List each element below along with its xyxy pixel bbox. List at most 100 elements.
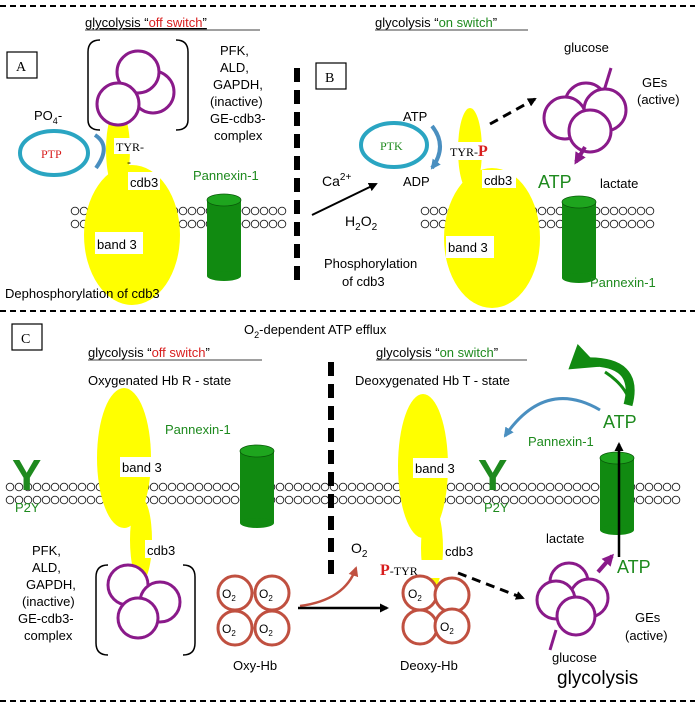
- lipid-bead: [70, 206, 80, 216]
- atp-out-b-label: ATP: [538, 172, 572, 192]
- lipid-bead: [14, 495, 24, 505]
- lipid-bead: [365, 495, 375, 505]
- enzyme-a-2: GAPDH,: [213, 77, 263, 92]
- lipid-bead: [356, 482, 366, 492]
- lipid-bead: [230, 482, 240, 492]
- enzyme-cluster-c-left: [95, 563, 196, 656]
- tyr-a-label: TYR-: [116, 140, 144, 154]
- pannexin-b: [561, 195, 597, 283]
- p2y-left-label: P2Y: [15, 500, 40, 515]
- lipid-bead: [5, 482, 15, 492]
- lipid-bead: [230, 495, 240, 505]
- enzyme-cluster-c-right: [535, 553, 614, 651]
- lipid-bead: [653, 482, 663, 492]
- panel-a-letter: A: [16, 60, 27, 75]
- lipid-bead: [563, 495, 573, 505]
- lipid-bead: [149, 495, 159, 505]
- lipid-bead: [446, 482, 456, 492]
- pannexin-a: [206, 193, 242, 281]
- lipid-bead: [590, 482, 600, 492]
- lipid-bead: [178, 206, 188, 216]
- lipid-bead: [609, 206, 619, 216]
- lipid-bead: [187, 219, 197, 229]
- lipid-bead: [446, 495, 456, 505]
- lipid-bead: [5, 495, 15, 505]
- lipid-bead: [536, 495, 546, 505]
- enzyme-c-0: PFK,: [32, 543, 61, 558]
- lactate-c-label: lactate: [546, 531, 584, 546]
- cdb3-c-left-label: cdb3: [147, 543, 175, 558]
- panel-c-off-header: glycolysis “off switch”: [88, 345, 210, 360]
- enzyme-a-1: ALD,: [220, 60, 249, 75]
- lipid-bead: [338, 495, 348, 505]
- cdb3-c-left: [130, 498, 152, 582]
- pannexin-c-right-label: Pannexin-1: [528, 434, 594, 449]
- lipid-bead: [23, 482, 33, 492]
- lipid-bead: [635, 495, 645, 505]
- lipid-bead: [70, 219, 80, 229]
- atp-bottom-label: ATP: [617, 557, 651, 577]
- atp-in-label: ATP: [403, 109, 427, 124]
- deoxy-state-label: Deoxygenated Hb T - state: [355, 373, 510, 388]
- lipid-bead: [77, 482, 87, 492]
- lipid-bead: [311, 482, 321, 492]
- lipid-bead: [645, 206, 655, 216]
- enzyme-c-3: (inactive): [22, 594, 75, 609]
- panel-c: C O2-dependent ATP efflux glycolysis “of…: [5, 322, 681, 689]
- enzyme-c-5: complex: [24, 628, 73, 643]
- lipid-bead: [347, 495, 357, 505]
- lipid-bead: [464, 482, 474, 492]
- lipid-bead: [500, 482, 510, 492]
- h2o2-label: H2O2: [345, 213, 378, 233]
- lipid-bead: [178, 219, 188, 229]
- activation-dashed-arrow: [489, 97, 537, 126]
- lipid-bead: [41, 495, 51, 505]
- lipid-bead: [383, 495, 393, 505]
- lipid-bead: [203, 482, 213, 492]
- lipid-bead: [86, 482, 96, 492]
- lipid-bead: [536, 482, 546, 492]
- stimulus-arrow: [311, 183, 378, 216]
- panel-b-header: glycolysis “on switch”: [375, 15, 497, 30]
- enzyme-a-0: PFK,: [220, 43, 249, 58]
- lipid-bead: [365, 482, 375, 492]
- lipid-bead: [581, 495, 591, 505]
- lipid-bead: [518, 495, 528, 505]
- lipid-bead: [347, 482, 357, 492]
- pannexin-c-right: [599, 451, 635, 535]
- glycolysis-c-label: glycolysis: [557, 668, 638, 689]
- lipid-bead: [545, 495, 555, 505]
- lipid-bead: [196, 206, 206, 216]
- ptk-label: PTK: [380, 139, 403, 153]
- lipid-bead: [509, 482, 519, 492]
- lipid-bead: [68, 482, 78, 492]
- lipid-bead: [241, 206, 251, 216]
- lipid-bead: [302, 482, 312, 492]
- lipid-bead: [293, 495, 303, 505]
- lipid-bead: [581, 482, 591, 492]
- oxy-hb-label: Oxy-Hb: [233, 658, 277, 673]
- panel-a-caption: Dephosphorylation of cdb3: [5, 286, 160, 301]
- lipid-bead: [662, 495, 672, 505]
- lipid-bead: [546, 206, 556, 216]
- lipid-bead: [438, 206, 448, 216]
- lipid-bead: [563, 482, 573, 492]
- lipid-bead: [277, 219, 287, 229]
- lipid-bead: [618, 206, 628, 216]
- lipid-bead: [320, 495, 330, 505]
- lipid-bead: [284, 482, 294, 492]
- glucose-b-label: glucose: [564, 40, 609, 55]
- lipid-bead: [554, 495, 564, 505]
- lipid-bead: [203, 495, 213, 505]
- lipid-bead: [473, 482, 483, 492]
- lipid-bead: [268, 206, 278, 216]
- p2y-right-label: P2Y: [484, 500, 509, 515]
- lipid-bead: [645, 219, 655, 229]
- lipid-bead: [14, 482, 24, 492]
- enzyme-c-1: ALD,: [32, 560, 61, 575]
- lipid-bead: [77, 495, 87, 505]
- lipid-bead: [429, 206, 439, 216]
- lipid-bead: [627, 206, 637, 216]
- lipid-bead: [527, 495, 537, 505]
- panel-a-header: glycolysis “off switch”: [85, 15, 207, 30]
